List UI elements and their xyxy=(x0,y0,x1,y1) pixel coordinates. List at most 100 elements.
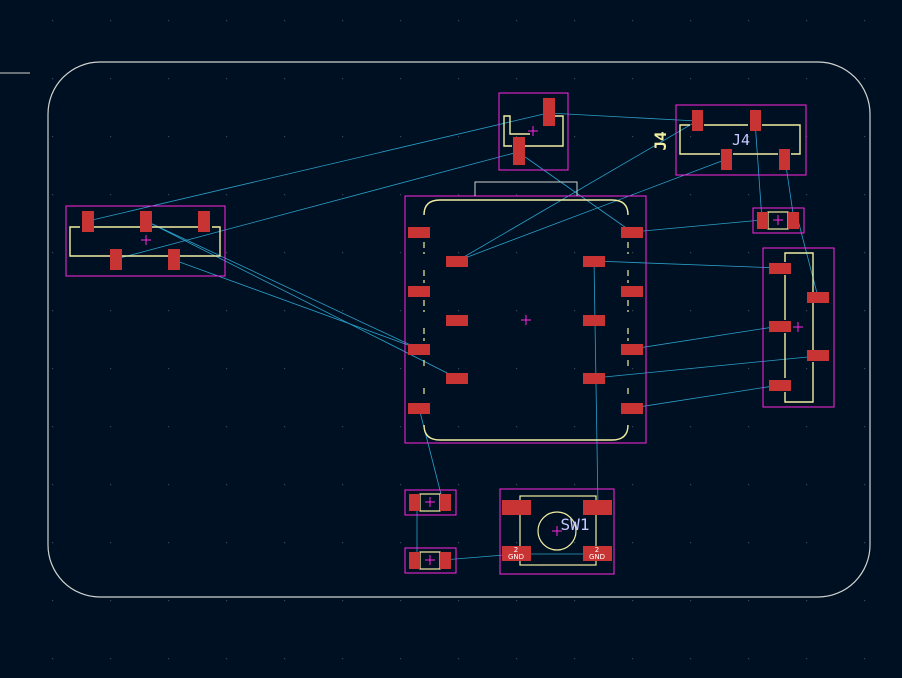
grid-dot xyxy=(690,194,692,196)
pad[interactable] xyxy=(140,211,152,232)
pad[interactable] xyxy=(788,212,799,229)
grid-dot xyxy=(748,426,750,428)
pad-sw1-2[interactable] xyxy=(502,546,531,561)
pad[interactable] xyxy=(769,263,791,274)
grid-dot xyxy=(284,310,286,312)
pad[interactable] xyxy=(769,380,791,391)
pad[interactable] xyxy=(621,403,643,414)
grid-dot xyxy=(226,600,228,602)
footprint-small-component-bottom-upper[interactable] xyxy=(404,489,457,516)
grid-dot xyxy=(458,310,460,312)
pad[interactable] xyxy=(440,494,451,511)
grid-dot xyxy=(574,658,576,660)
footprint-small-component-bottom-lower[interactable] xyxy=(404,547,457,574)
grid-dot xyxy=(342,194,344,196)
pad-j4-4[interactable] xyxy=(779,149,790,170)
pad[interactable] xyxy=(583,315,605,326)
grid-dot xyxy=(690,136,692,138)
grid-dot xyxy=(52,658,54,660)
pad-j4-3[interactable] xyxy=(721,149,732,170)
pad[interactable] xyxy=(769,321,791,332)
pad[interactable] xyxy=(621,286,643,297)
grid-dot xyxy=(226,542,228,544)
pad[interactable] xyxy=(543,98,555,126)
pad[interactable] xyxy=(198,211,210,232)
grid-dot xyxy=(400,310,402,312)
pad[interactable] xyxy=(82,211,94,232)
pad-j4-1[interactable] xyxy=(692,110,703,131)
grid-dot xyxy=(342,20,344,22)
pad-sw1-2-num: 2 xyxy=(514,546,518,554)
pad-sw1-1b[interactable] xyxy=(583,500,612,515)
grid-dot xyxy=(226,252,228,254)
pad[interactable] xyxy=(446,315,468,326)
pad[interactable] xyxy=(408,286,430,297)
footprint-left-connector[interactable] xyxy=(65,205,226,277)
pad[interactable] xyxy=(621,227,643,238)
pad[interactable] xyxy=(807,350,829,361)
grid-dot xyxy=(342,426,344,428)
pad[interactable] xyxy=(408,227,430,238)
courtyard xyxy=(762,247,835,408)
footprint-small-component-right[interactable] xyxy=(752,207,805,234)
grid-dot xyxy=(226,426,228,428)
footprint-u1[interactable] xyxy=(404,181,647,444)
pad[interactable] xyxy=(583,373,605,384)
pad[interactable] xyxy=(757,212,768,229)
grid-dot xyxy=(52,194,54,196)
pad-sw1-2-label: GND xyxy=(508,553,524,561)
courtyard xyxy=(675,104,807,176)
grid-dot xyxy=(574,600,576,602)
pad[interactable] xyxy=(583,256,605,267)
grid-dot xyxy=(400,20,402,22)
pad[interactable] xyxy=(440,552,451,569)
grid-dot xyxy=(748,252,750,254)
pad[interactable] xyxy=(621,344,643,355)
pad[interactable] xyxy=(408,344,430,355)
pad-sw1-1[interactable] xyxy=(502,500,531,515)
footprint-sw1[interactable]: GND GND 2 2 SW1 xyxy=(499,488,615,575)
silkscreen-outline xyxy=(180,226,221,257)
grid-dot xyxy=(226,368,228,370)
pad[interactable] xyxy=(409,552,420,569)
pad[interactable] xyxy=(110,249,122,270)
footprint-right-connector[interactable] xyxy=(762,247,835,408)
grid-dot xyxy=(400,136,402,138)
footprint-top-connector[interactable] xyxy=(498,92,569,171)
pad[interactable] xyxy=(807,292,829,303)
pad[interactable] xyxy=(168,249,180,270)
grid-dot xyxy=(110,20,112,22)
grid-dot xyxy=(284,426,286,428)
pad[interactable] xyxy=(446,373,468,384)
grid-dot xyxy=(516,20,518,22)
grid-dot xyxy=(864,20,866,22)
grid-dot xyxy=(284,20,286,22)
pad[interactable] xyxy=(446,256,468,267)
pad[interactable] xyxy=(513,137,525,165)
grid-dot xyxy=(574,252,576,254)
grid-dot xyxy=(342,310,344,312)
grid-dot xyxy=(574,194,576,196)
pad[interactable] xyxy=(409,494,420,511)
silkscreen-outline xyxy=(784,362,814,403)
courtyard xyxy=(752,207,805,234)
pad-j4-2[interactable] xyxy=(750,110,761,131)
board-outline[interactable] xyxy=(47,61,871,598)
grid-dot xyxy=(864,484,866,486)
grid-dot xyxy=(864,658,866,660)
grid-dot xyxy=(574,542,576,544)
grid-dot xyxy=(458,600,460,602)
grid-dot xyxy=(748,194,750,196)
pad-sw1-2b-num: 2 xyxy=(595,546,599,554)
grid-dot xyxy=(690,20,692,22)
pad-sw1-2b[interactable] xyxy=(583,546,612,561)
footprint-j4[interactable]: J4 J4 xyxy=(651,104,807,176)
silkscreen-outline xyxy=(784,252,814,292)
ratsnest-line xyxy=(754,120,763,221)
grid-dot xyxy=(342,78,344,80)
grid-dot xyxy=(284,658,286,660)
pad[interactable] xyxy=(408,403,430,414)
grid-dot xyxy=(632,658,634,660)
